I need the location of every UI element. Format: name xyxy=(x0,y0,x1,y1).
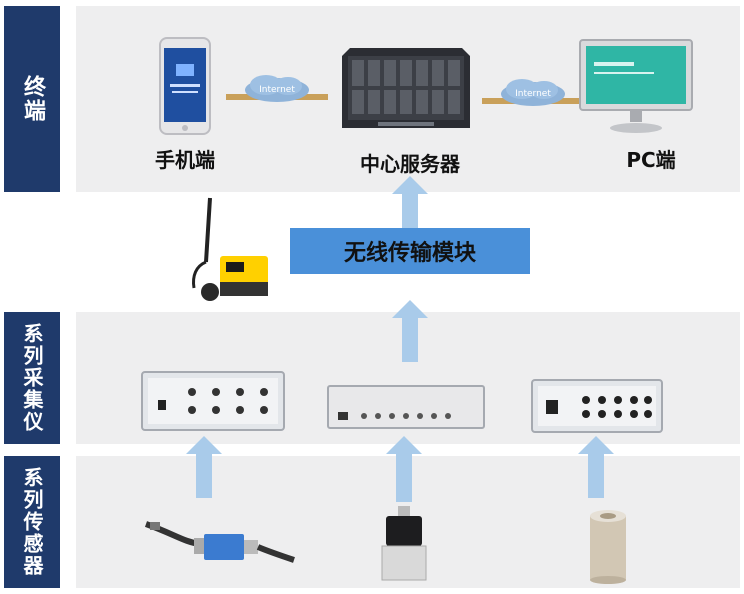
collector-device-right xyxy=(531,379,663,433)
caption-server: 中心服务器 xyxy=(360,152,460,176)
network-link-left xyxy=(226,75,328,102)
caption-mobile: 手机端 xyxy=(155,148,215,172)
arrow-sensor-center xyxy=(386,436,422,502)
network-label-right: Internet xyxy=(515,89,551,99)
phone-icon xyxy=(159,37,211,135)
server-icon xyxy=(342,48,470,128)
side-label-sensor: 系列传感器 xyxy=(4,456,60,588)
sensor-cylinder xyxy=(590,510,626,584)
side-label-terminal: 终端 xyxy=(4,6,60,192)
sensor-strain-gauge xyxy=(144,521,295,563)
side-label-collector: 系列采集仪 xyxy=(4,312,60,444)
arrow-sensor-left xyxy=(186,436,222,498)
network-label-left: Internet xyxy=(259,85,295,95)
arrow-module-to-server xyxy=(392,176,428,228)
arrow-sensor-right xyxy=(578,436,614,498)
arrow-collector-to-module xyxy=(392,300,428,362)
caption-pc: PC端 xyxy=(626,148,676,172)
internet-label-left: Internet xyxy=(259,85,295,95)
wireless-dtu-icon xyxy=(192,197,268,301)
collector-device-left xyxy=(141,371,285,431)
network-link-right xyxy=(482,79,584,106)
internet-label-right: Internet xyxy=(515,89,551,99)
wireless-module: 无线传输模块 xyxy=(290,228,530,274)
monitor-icon xyxy=(579,39,693,133)
sensor-accelerometer xyxy=(381,506,427,581)
collector-device-center xyxy=(327,385,485,429)
